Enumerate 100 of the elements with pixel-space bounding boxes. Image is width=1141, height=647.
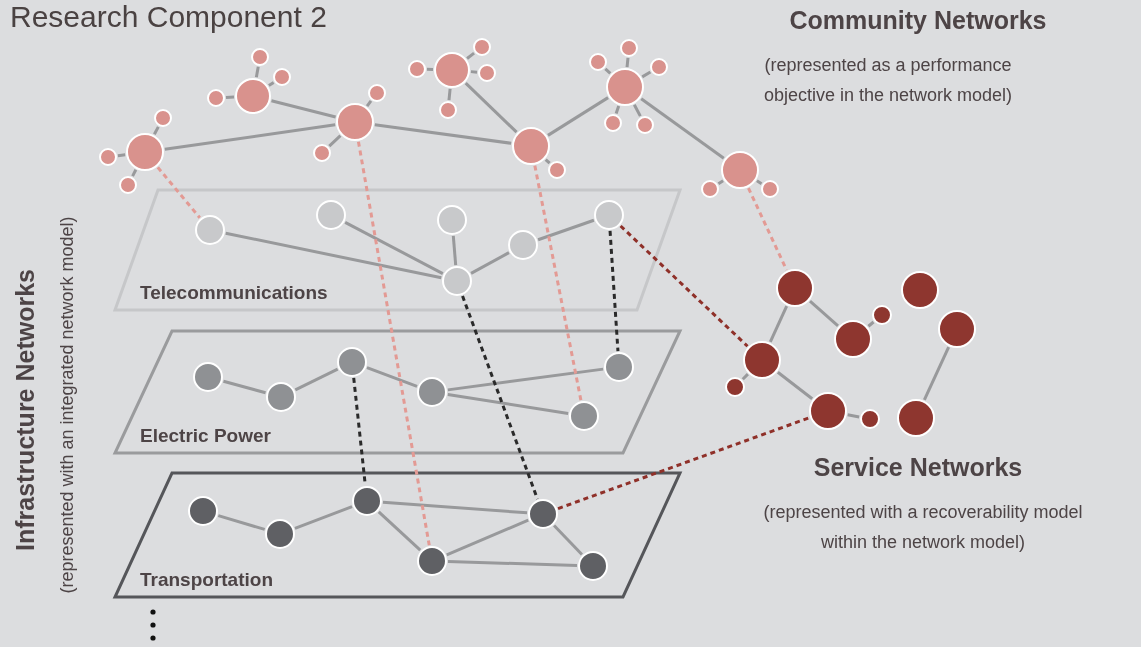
layer-label: Transportation bbox=[140, 569, 273, 591]
link-line bbox=[470, 70, 478, 74]
link-line bbox=[717, 179, 724, 185]
network-node-circle bbox=[938, 310, 976, 348]
dashed-link-line bbox=[461, 295, 539, 500]
link-line bbox=[604, 67, 612, 75]
network-node-circle bbox=[195, 215, 225, 245]
network-node-circle bbox=[439, 101, 457, 119]
link-line bbox=[217, 514, 266, 531]
network-node-circle bbox=[569, 401, 599, 431]
section-description: (represented with an integrated network model) bbox=[56, 216, 78, 594]
section-heading: Service Networks bbox=[813, 453, 1023, 482]
network-node-circle bbox=[437, 205, 467, 235]
network-node-circle bbox=[834, 320, 872, 358]
network-node-circle bbox=[589, 53, 607, 71]
link-line bbox=[294, 367, 339, 392]
link-line bbox=[633, 104, 642, 117]
layer-label: Telecommunications bbox=[140, 282, 328, 304]
section-description: (represented as a performance objective in the network model) bbox=[762, 54, 1014, 107]
network-node-circle bbox=[528, 499, 558, 529]
network-node-circle bbox=[352, 486, 382, 516]
network-node-circle bbox=[650, 58, 668, 76]
link-line bbox=[768, 305, 789, 343]
dashed-link-line bbox=[608, 230, 620, 352]
link-line bbox=[426, 67, 434, 71]
link-line bbox=[553, 524, 583, 556]
network-node-circle bbox=[776, 269, 814, 307]
link-line bbox=[451, 235, 458, 266]
link-line bbox=[374, 123, 512, 145]
link-line bbox=[447, 393, 569, 415]
network-node-circle bbox=[273, 68, 291, 86]
network-node-circle bbox=[408, 60, 426, 78]
network-node-circle bbox=[901, 271, 939, 309]
network-node-circle bbox=[606, 68, 644, 106]
link-line bbox=[446, 518, 529, 557]
network-node-circle bbox=[594, 200, 624, 230]
link-line bbox=[847, 413, 860, 419]
network-node-circle bbox=[337, 347, 367, 377]
network-node-circle bbox=[548, 161, 566, 179]
network-node-circle bbox=[417, 377, 447, 407]
dashed-link-line bbox=[619, 224, 749, 348]
link-line bbox=[447, 367, 604, 392]
network-node-circle bbox=[578, 551, 608, 581]
network-node-circle bbox=[154, 109, 172, 127]
link-line bbox=[271, 99, 336, 119]
network-node-circle bbox=[336, 103, 374, 141]
network-node-circle bbox=[99, 148, 117, 166]
link-line bbox=[365, 100, 373, 107]
link-line bbox=[294, 505, 353, 530]
network-node-circle bbox=[126, 133, 164, 171]
network-node-circle bbox=[620, 39, 638, 57]
dashed-link-line bbox=[156, 166, 201, 219]
link-line bbox=[741, 373, 749, 381]
network-node-circle bbox=[478, 64, 496, 82]
network-node-circle bbox=[860, 409, 880, 429]
network-node-circle bbox=[417, 546, 447, 576]
link-line bbox=[131, 169, 138, 177]
dashed-link-line bbox=[357, 141, 431, 546]
link-line bbox=[344, 221, 444, 275]
network-node-circle bbox=[193, 362, 223, 392]
link-line bbox=[537, 218, 595, 242]
link-line bbox=[117, 153, 126, 158]
link-line bbox=[366, 366, 418, 388]
dashed-link-line bbox=[533, 165, 583, 401]
network-node-circle bbox=[434, 52, 470, 88]
network-node-circle bbox=[604, 114, 622, 132]
layer-label: Electric Power bbox=[140, 425, 271, 447]
network-node-circle bbox=[442, 266, 472, 296]
network-node-circle bbox=[636, 116, 654, 134]
dashed-link-line bbox=[557, 416, 810, 510]
link-line bbox=[225, 231, 442, 280]
network-node-circle bbox=[313, 144, 331, 162]
network-node-circle bbox=[473, 38, 491, 56]
link-line bbox=[225, 95, 235, 99]
network-node-circle bbox=[761, 180, 779, 198]
network-node-circle bbox=[721, 151, 759, 189]
network-node-circle bbox=[897, 399, 935, 437]
link-line bbox=[756, 179, 763, 185]
link-line bbox=[614, 105, 621, 114]
network-node-circle bbox=[701, 180, 719, 198]
link-line bbox=[328, 134, 342, 148]
link-line bbox=[377, 510, 422, 552]
network-node-circle bbox=[251, 48, 269, 66]
network-node-circle bbox=[725, 377, 745, 397]
link-line bbox=[447, 88, 452, 101]
network-node-circle bbox=[316, 200, 346, 230]
section-heading: Community Networks bbox=[789, 6, 1047, 35]
link-line bbox=[867, 320, 875, 328]
network-node-circle bbox=[743, 341, 781, 379]
network-node-circle bbox=[368, 84, 386, 102]
link-line bbox=[640, 97, 725, 160]
network-node-circle bbox=[266, 382, 296, 412]
link-line bbox=[641, 70, 652, 79]
network-node-circle bbox=[265, 519, 295, 549]
link-line bbox=[464, 82, 518, 134]
network-node-circle bbox=[604, 352, 634, 382]
link-line bbox=[470, 251, 510, 275]
network-node-circle bbox=[207, 89, 225, 107]
link-line bbox=[809, 300, 839, 327]
link-line bbox=[153, 126, 160, 136]
